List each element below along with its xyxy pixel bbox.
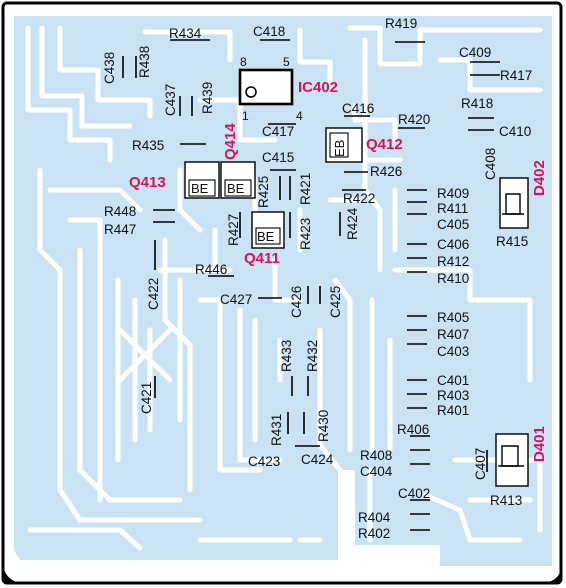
- q414-body: BE: [220, 161, 256, 199]
- label-c406: C406: [437, 237, 469, 252]
- board-corner: [545, 567, 561, 583]
- label-r421: R421: [298, 173, 313, 205]
- d402-body: [499, 177, 529, 229]
- label-r427: R427: [226, 214, 241, 246]
- label-r409: R409: [437, 186, 469, 201]
- ic402: 8 5 1 4 IC402: [238, 55, 338, 123]
- label-c425: C425: [328, 286, 343, 318]
- label-c407: C407: [473, 448, 488, 480]
- label-r448: R448: [104, 204, 136, 219]
- label-r446: R446: [195, 262, 227, 277]
- label-r404: R404: [358, 510, 391, 525]
- q413-label: Q413: [129, 174, 166, 191]
- label-r423: R423: [298, 218, 313, 250]
- label-c402: C402: [398, 486, 430, 501]
- label-c404: C404: [360, 464, 393, 479]
- label-r434: R434: [169, 26, 202, 41]
- ic402-pin-4: 4: [296, 109, 303, 123]
- label-r402: R402: [358, 526, 390, 541]
- label-c422: C422: [146, 278, 161, 310]
- q413-pins: BE: [191, 181, 209, 196]
- label-r401: R401: [437, 403, 469, 418]
- q413-body: BE: [184, 161, 220, 199]
- ic402-pin-1: 1: [242, 109, 249, 123]
- label-r403: R403: [437, 388, 469, 403]
- d402-label: D402: [531, 160, 548, 196]
- label-r412: R412: [437, 254, 469, 269]
- label-r447: R447: [104, 222, 136, 237]
- ic402-pin-5: 5: [283, 55, 290, 69]
- label-c424: C424: [301, 452, 334, 467]
- label-r407: R407: [437, 327, 469, 342]
- label-r439: R439: [200, 82, 215, 114]
- q412-label: Q412: [366, 136, 403, 153]
- label-r426: R426: [370, 164, 402, 179]
- traces: [25, 25, 543, 551]
- label-r431: R431: [269, 414, 284, 446]
- label-r411: R411: [437, 201, 468, 216]
- label-r413: R413: [490, 493, 522, 508]
- component-footprints: [122, 39, 500, 531]
- ic402-label: IC402: [298, 79, 338, 96]
- label-c409: C409: [459, 45, 491, 60]
- q414-label: Q414: [222, 123, 239, 160]
- label-r410: R410: [437, 271, 469, 286]
- label-r433: R433: [279, 340, 294, 372]
- label-r408: R408: [360, 448, 392, 463]
- label-r432: R432: [305, 340, 320, 372]
- label-c438: C438: [102, 52, 117, 84]
- label-c426: C426: [289, 286, 304, 318]
- label-c408: C408: [483, 148, 498, 180]
- label-c401: C401: [437, 373, 469, 388]
- ic402-pin-8: 8: [240, 55, 247, 69]
- label-r417: R417: [500, 68, 532, 83]
- q411-label: Q411: [244, 250, 280, 267]
- label-r435: R435: [132, 138, 164, 153]
- label-c410: C410: [499, 124, 531, 139]
- q412-pins: EB: [332, 140, 347, 157]
- label-c423: C423: [248, 454, 280, 469]
- label-c418: C418: [253, 24, 285, 39]
- label-r430: R430: [316, 410, 331, 442]
- label-r424: R424: [345, 207, 360, 240]
- label-c416: C416: [342, 101, 374, 116]
- designators-vertical: C438 R438 C437 R439 C408 R425 R421 R427 …: [102, 46, 498, 480]
- label-r425: R425: [256, 176, 271, 208]
- label-c403: C403: [437, 344, 469, 359]
- q414-pins: BE: [227, 181, 245, 196]
- label-r422: R422: [343, 191, 375, 206]
- designators: R434 C418 R419 C409 R417 R435 C416 C417 …: [104, 16, 532, 541]
- label-c405: C405: [437, 217, 469, 232]
- label-r418: R418: [461, 96, 493, 111]
- label-r406: R406: [397, 422, 429, 437]
- label-r438: R438: [137, 46, 152, 78]
- d401-body: [495, 433, 529, 487]
- label-c417: C417: [262, 124, 294, 139]
- q411-body: BE: [251, 211, 285, 249]
- label-r419: R419: [385, 16, 417, 31]
- label-c421: C421: [139, 382, 154, 414]
- label-c427: C427: [220, 292, 252, 307]
- label-r405: R405: [437, 310, 469, 325]
- label-c415: C415: [262, 150, 294, 165]
- d401-label: D401: [531, 426, 548, 462]
- label-r420: R420: [398, 112, 430, 127]
- q412-body: EB: [325, 127, 363, 163]
- label-c437: C437: [163, 84, 178, 116]
- label-r415: R415: [496, 234, 528, 249]
- q411-pins: BE: [257, 229, 275, 244]
- board-corner-left: [3, 566, 20, 583]
